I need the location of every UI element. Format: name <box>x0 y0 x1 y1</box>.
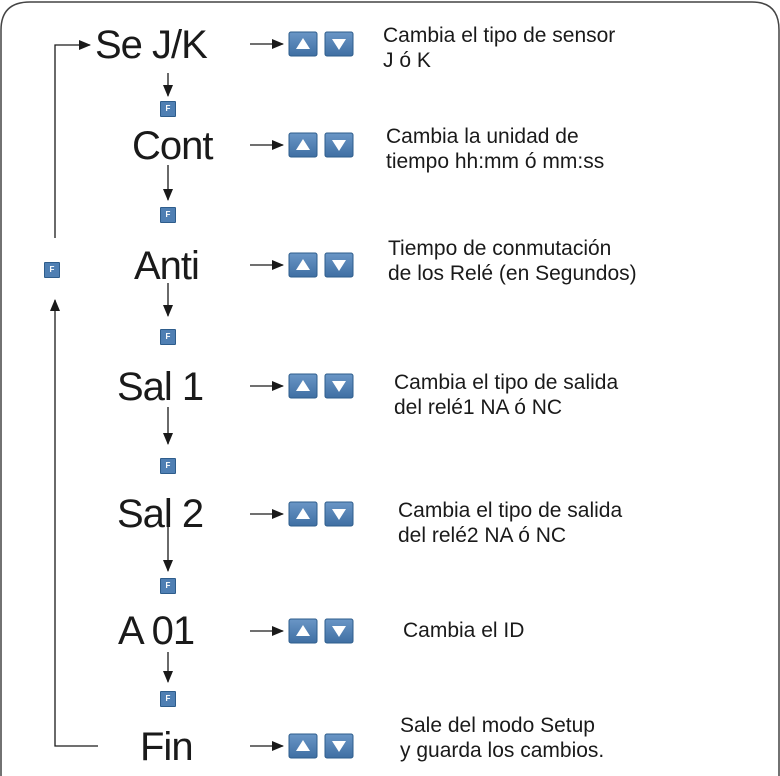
f-key-icon: F <box>160 329 176 345</box>
step-desc-sal2: Cambia el tipo de salida del relé2 NA ó … <box>398 499 623 547</box>
updown-buttons <box>288 31 354 57</box>
triangle-down-icon <box>332 140 346 151</box>
triangle-down-icon <box>332 39 346 50</box>
f-key-icon: F <box>160 101 176 117</box>
step-label-id: A 01 <box>118 609 195 653</box>
triangle-up-icon <box>296 625 310 636</box>
f-key-icon: F <box>44 262 60 278</box>
f-key-icon: F <box>160 458 176 474</box>
triangle-up-icon <box>296 740 310 751</box>
triangle-down-icon <box>332 381 346 392</box>
triangle-up-icon <box>296 38 310 49</box>
loop-back-line <box>50 299 98 747</box>
step-desc-fin: Sale del modo Setup y guarda los cambios… <box>400 714 605 762</box>
updown-buttons <box>288 373 354 399</box>
step-label-fin: Fin <box>140 725 194 769</box>
step-label-sal2: Sal 2 <box>117 492 204 536</box>
f-key-icon: F <box>160 578 176 594</box>
triangle-down-icon <box>332 509 346 520</box>
step-desc-id: Cambia el ID <box>403 619 525 642</box>
triangle-up-icon <box>296 508 310 519</box>
step-desc-anti: Tiempo de conmutación de los Relé (en Se… <box>388 237 637 285</box>
triangle-down-icon <box>332 741 346 752</box>
updown-buttons <box>288 252 354 278</box>
triangle-up-icon <box>296 139 310 150</box>
step-label-cont: Cont <box>132 124 213 168</box>
updown-buttons <box>288 618 354 644</box>
triangle-up-icon <box>296 259 310 270</box>
step-label-sensor: Se J/K <box>95 23 208 67</box>
triangle-up-icon <box>296 380 310 391</box>
triangle-down-icon <box>332 260 346 271</box>
step-desc-sensor: Cambia el tipo de sensor J ó K <box>383 24 616 72</box>
step-label-sal1: Sal 1 <box>117 365 204 409</box>
updown-buttons <box>288 501 354 527</box>
step-desc-sal1: Cambia el tipo de salida del relé1 NA ó … <box>394 371 619 419</box>
right-arrows <box>250 39 284 751</box>
f-key-icon: F <box>160 207 176 223</box>
step-label-anti: Anti <box>134 244 200 288</box>
triangle-down-icon <box>332 626 346 637</box>
loop-back-line-top <box>54 40 91 238</box>
f-key-icon: F <box>160 691 176 707</box>
updown-buttons <box>288 733 354 759</box>
step-desc-cont: Cambia la unidad de tiempo hh:mm ó mm:ss <box>386 125 605 173</box>
updown-buttons <box>288 132 354 158</box>
